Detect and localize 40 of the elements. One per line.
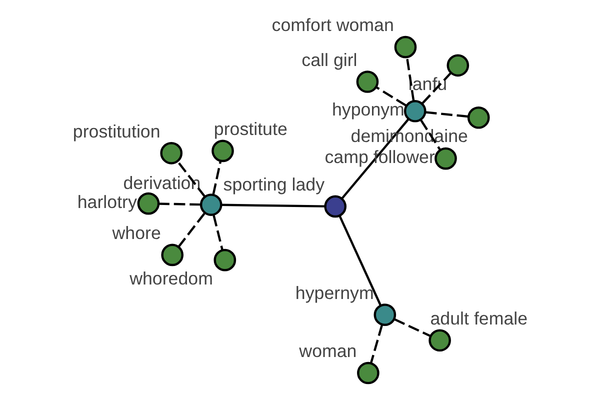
node-circle: [446, 54, 470, 77]
node-circle: [374, 304, 396, 326]
connector: [370, 324, 384, 364]
node-circle: [428, 329, 451, 352]
connector: [426, 111, 468, 118]
connector: [178, 212, 206, 248]
node-circle: [357, 362, 380, 384]
connector: [338, 215, 382, 306]
connector: [177, 161, 206, 198]
node-label: harlotry: [77, 192, 137, 212]
connector: [222, 204, 325, 208]
node-circle: [467, 106, 490, 129]
node-circle: [324, 195, 347, 218]
node-label: prostitution: [72, 121, 160, 142]
node-circle: [137, 192, 160, 215]
node-label: derivation: [123, 172, 201, 193]
node-circle: [212, 140, 234, 162]
connector: [376, 86, 407, 106]
connector: [212, 215, 224, 250]
node-label: comfort woman: [272, 15, 394, 36]
node-label: whore: [112, 223, 161, 244]
node-label: hypernym: [295, 282, 374, 303]
node-label: call girl: [302, 50, 358, 70]
node-label: whoredom: [130, 268, 213, 288]
node-label: sporting lady: [223, 174, 325, 195]
node-circle: [214, 248, 236, 272]
node-circle: [160, 142, 183, 164]
node-label: hyponym: [332, 99, 404, 120]
node-circle: [404, 100, 426, 122]
connector: [212, 161, 222, 195]
node-circle: [434, 147, 457, 170]
node-circle: [356, 70, 379, 93]
node-label: adult female: [430, 308, 528, 329]
node-circle: [200, 194, 222, 216]
node-label: woman: [299, 341, 357, 362]
node-circle: [161, 244, 184, 266]
connector: [394, 318, 431, 337]
connector: [158, 202, 201, 206]
node-label: prostitute: [214, 119, 288, 140]
node-circle: [394, 36, 417, 58]
